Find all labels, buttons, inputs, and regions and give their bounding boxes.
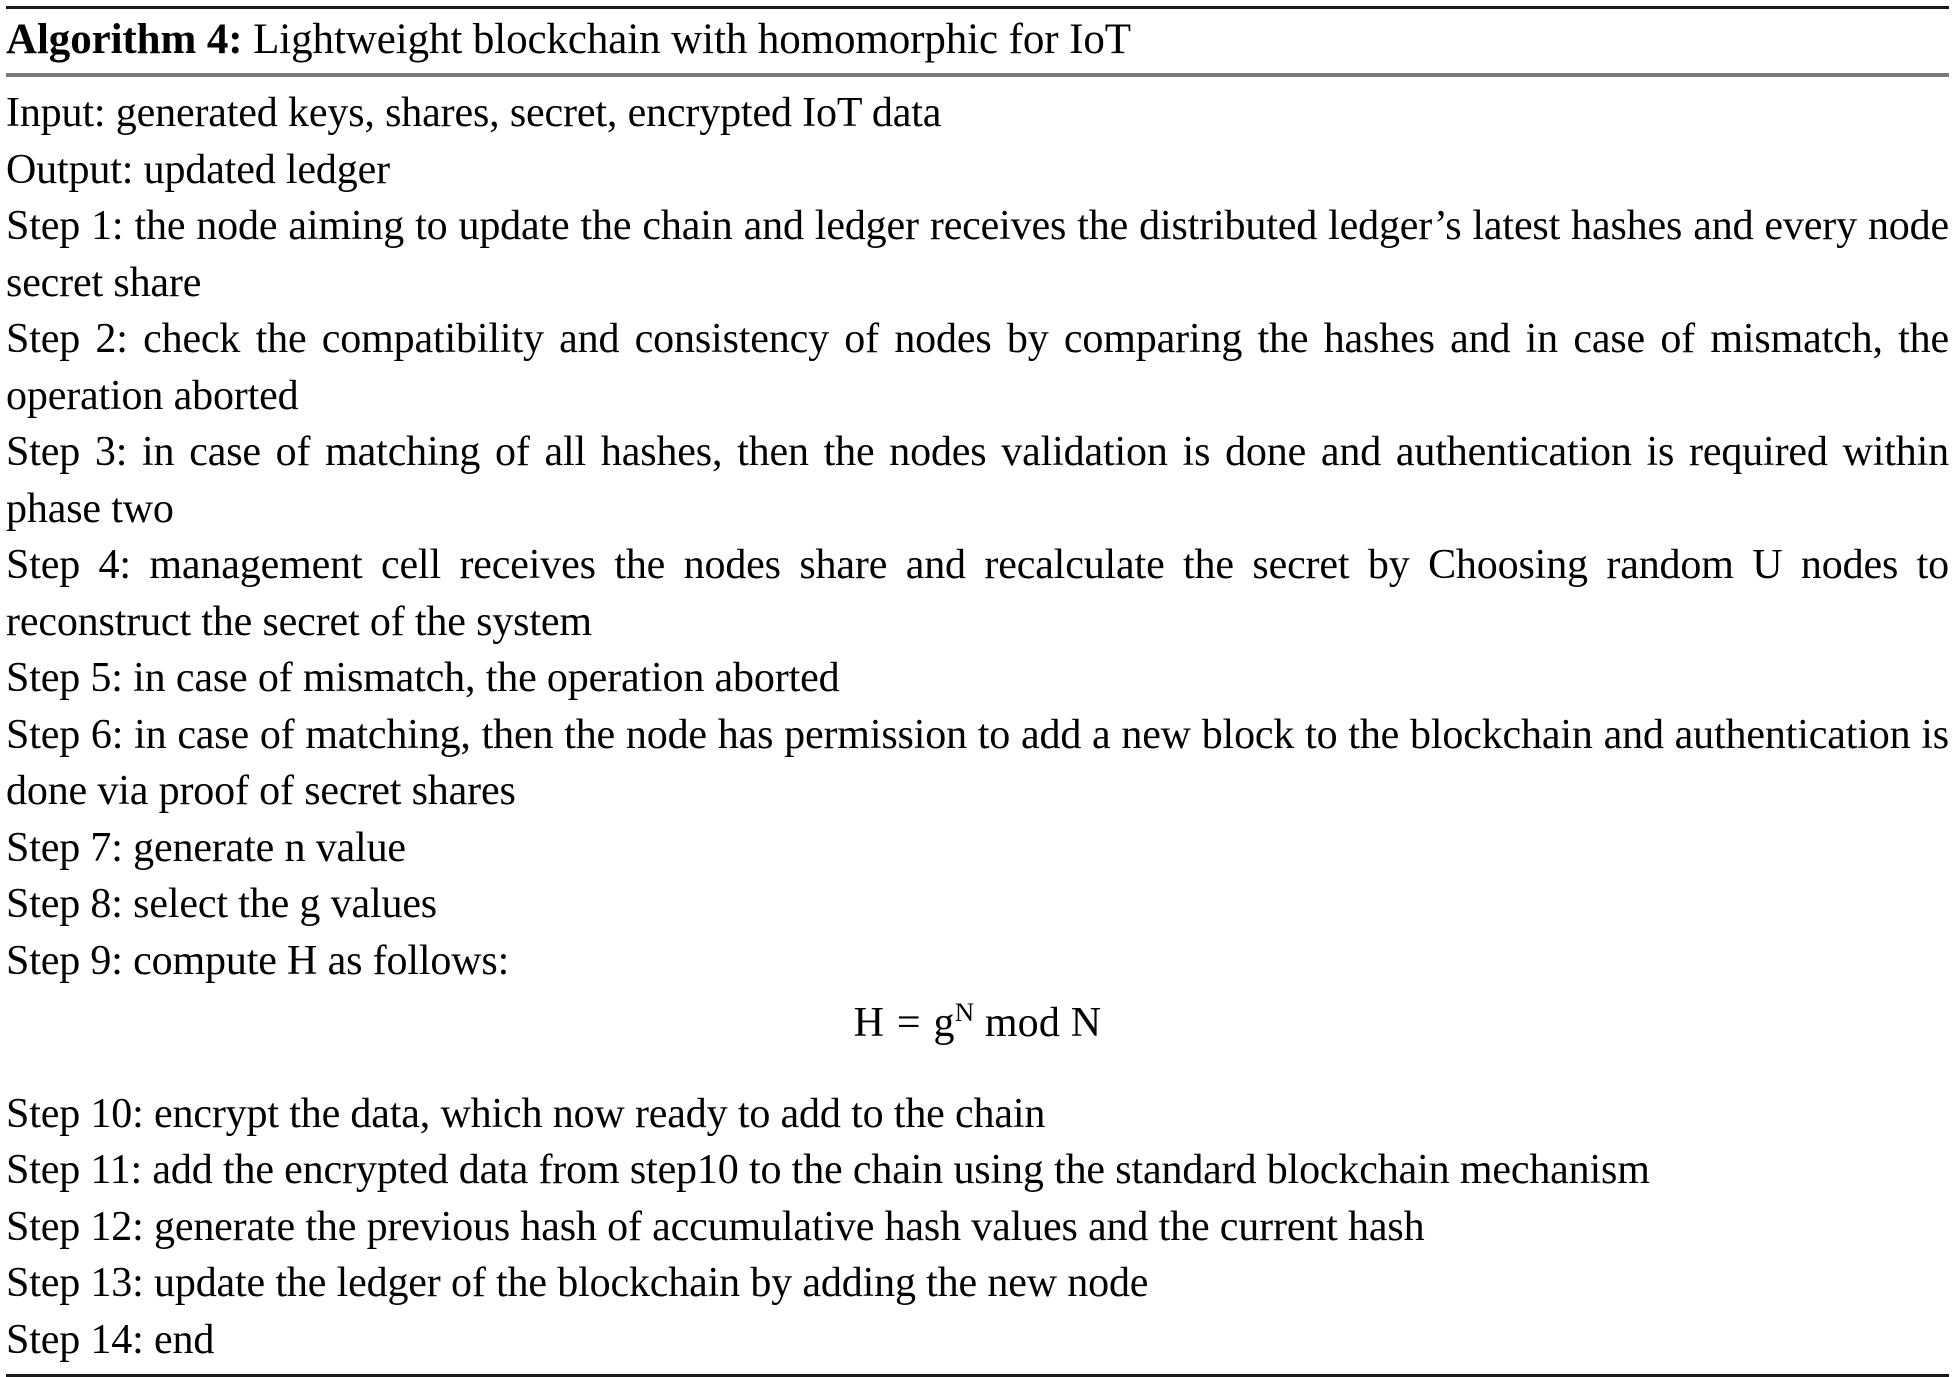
algorithm-caption: Lightweight blockchain with homomorphic … [253, 16, 1131, 63]
algorithm-title: Algorithm 4: Lightweight blockchain with… [6, 9, 1949, 69]
formula-lhs: H [853, 1000, 885, 1046]
algorithm-body: Input: generated keys, shares, secret, e… [6, 77, 1949, 1368]
algorithm-step-3: Step 3: in case of matching of all hashe… [6, 429, 1949, 532]
algorithm-step-5: Step 5: in case of mismatch, the operati… [6, 655, 840, 701]
algorithm-step-7: Step 7: generate n value [6, 824, 406, 871]
algorithm-step-13: Step 13: update the ledger of the blockc… [6, 1260, 1149, 1306]
algorithm-header-rule [6, 73, 1949, 77]
algorithm-top-rule [6, 6, 1949, 9]
algorithm-step-6: Step 6: in case of matching, then the no… [6, 711, 1949, 815]
algorithm-step-8: Step 8: select the g values [6, 881, 438, 927]
algorithm-step-9: Step 9: compute H as follows: [6, 937, 510, 984]
algorithm-block: Algorithm 4: Lightweight blockchain with… [0, 6, 1955, 1377]
algorithm-step-12: Step 12: generate the previous hash of a… [6, 1203, 1425, 1250]
formula-exponent: N [954, 997, 975, 1027]
formula-base: g [933, 1000, 955, 1046]
algorithm-formula: H = gN mod N [6, 995, 1949, 1052]
algorithm-step-2: Step 2: check the compatibility and cons… [6, 316, 1949, 419]
algorithm-label: Algorithm 4: [6, 16, 243, 63]
algorithm-step-10: Step 10: encrypt the data, which now rea… [6, 1090, 1046, 1137]
algorithm-output-line: Output: updated ledger [6, 146, 390, 193]
formula-equals: = [896, 1000, 921, 1046]
algorithm-step-4: Step 4: management cell receives the nod… [6, 542, 1949, 645]
formula-modulus: N [1070, 1000, 1102, 1046]
algorithm-step-1: Step 1: the node aiming to update the ch… [6, 203, 1949, 306]
algorithm-input-line: Input: generated keys, shares, secret, e… [6, 90, 942, 136]
algorithm-step-11: Step 11: add the encrypted data from ste… [6, 1147, 1650, 1193]
formula-mod-operator: mod [984, 1000, 1061, 1046]
algorithm-step-14: Step 14: end [6, 1316, 215, 1363]
